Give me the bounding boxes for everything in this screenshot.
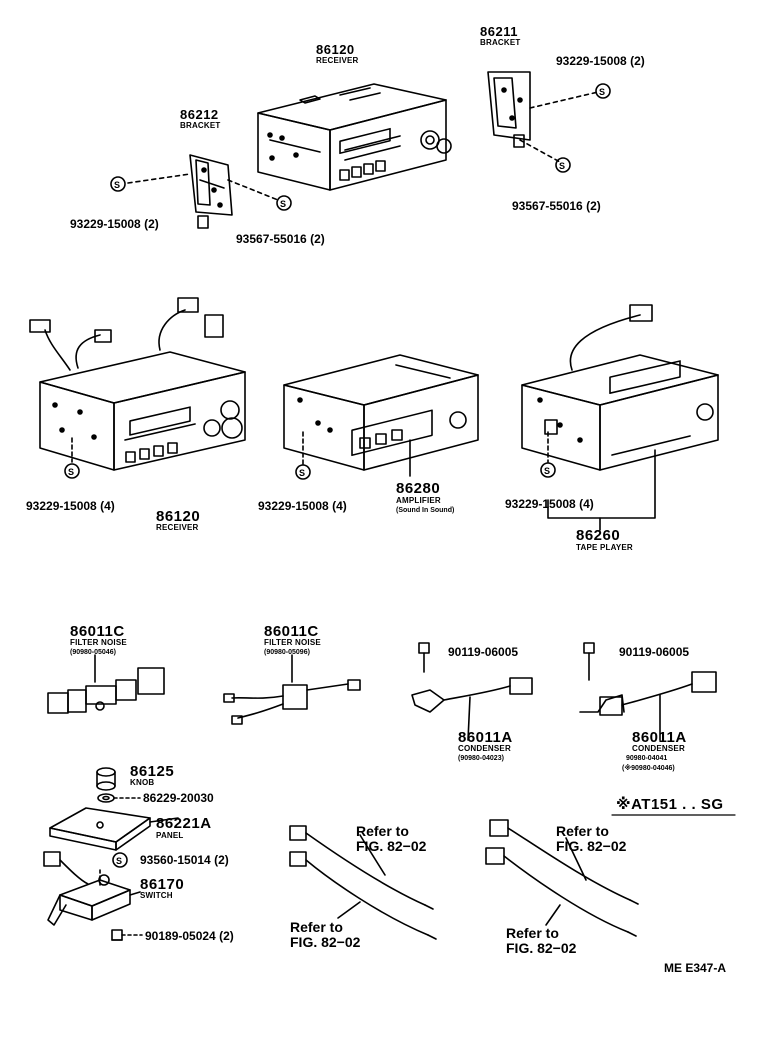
bracket-right-name: BRACKET bbox=[480, 38, 521, 47]
screw-symbol-icon bbox=[295, 464, 311, 480]
screw-symbol-icon bbox=[540, 462, 556, 478]
condenser-2-code-a: 90980-04041 bbox=[626, 755, 668, 762]
switch-screw-label: 93560-15014 (2) bbox=[140, 853, 229, 867]
svg-text:S: S bbox=[559, 161, 565, 171]
screw-r2-label: 93229-15008 (4) bbox=[258, 499, 347, 513]
filter-noise-1-drawing bbox=[47, 667, 165, 714]
bolt-tr-label: 93567-55016 (2) bbox=[512, 199, 601, 213]
receiver-top-name: RECEIVER bbox=[316, 56, 359, 65]
receiver-mid-name: RECEIVER bbox=[156, 523, 199, 532]
filter-noise-2-code: (90980-05096) bbox=[264, 649, 310, 656]
tape-player-drawing bbox=[521, 304, 719, 471]
receiver-mid-drawing bbox=[29, 297, 246, 471]
leader-condenser-1 bbox=[467, 696, 471, 741]
switch-nut-drawing bbox=[111, 929, 123, 941]
leader-refer-1 bbox=[359, 834, 386, 876]
screw-c2-label: 90119-06005 bbox=[619, 645, 690, 659]
screw-symbol-icon bbox=[64, 463, 80, 479]
bracket-right-number: 86211 bbox=[480, 24, 518, 39]
svg-text:S: S bbox=[544, 466, 550, 476]
leader-refer-3 bbox=[565, 837, 587, 881]
svg-text:S: S bbox=[114, 180, 120, 190]
filter-noise-1-code: (90980-05046) bbox=[70, 649, 116, 656]
leader-screw-tr bbox=[529, 91, 599, 109]
switch-nut-label: 90189-05024 (2) bbox=[145, 929, 234, 943]
screw-c1-label: 90119-06005 bbox=[448, 645, 519, 659]
leader-bolt-tr bbox=[519, 139, 561, 163]
screw-tr-label: 93229-15008 (2) bbox=[556, 54, 645, 68]
switch-number: 86170 bbox=[140, 876, 185, 893]
tape-player-number: 86260 bbox=[576, 527, 621, 544]
amplifier-number: 86280 bbox=[396, 480, 441, 497]
condenser-1-code: (90980-04023) bbox=[458, 755, 504, 762]
knob-name: KNOB bbox=[130, 778, 155, 787]
refer-label-1: Refer to FIG. 82−02 bbox=[356, 823, 427, 854]
receiver-mid-number: 86120 bbox=[156, 508, 201, 525]
filter-noise-2-name: FILTER NOISE bbox=[264, 638, 321, 647]
leader-refer-4 bbox=[545, 904, 561, 926]
knob-drawing bbox=[96, 767, 116, 791]
switch-name: SWITCH bbox=[140, 891, 173, 900]
knob-number: 86125 bbox=[130, 763, 175, 780]
condenser-2-code-b: (※90980-04046) bbox=[622, 765, 675, 772]
bracket-tape-player bbox=[547, 449, 656, 519]
condenser-1-name: CONDENSER bbox=[458, 744, 511, 753]
svg-text:S: S bbox=[68, 467, 74, 477]
leader-refer-2 bbox=[337, 901, 361, 919]
amplifier-note: (Sound In Sound) bbox=[396, 507, 455, 514]
receiver-top-number: 86120 bbox=[316, 42, 355, 57]
cable-left-drawing bbox=[289, 825, 437, 940]
condenser-2-name: CONDENSER bbox=[632, 744, 685, 753]
svg-text:S: S bbox=[299, 468, 305, 478]
svg-text:S: S bbox=[280, 199, 286, 209]
figure-id: ME E347-A bbox=[664, 961, 727, 975]
screw-symbol-icon: S S S S bbox=[110, 83, 611, 211]
bracket-left-drawing bbox=[189, 154, 233, 229]
model-note: ※AT151 . . SG bbox=[616, 796, 724, 813]
panel-drawing bbox=[49, 807, 151, 851]
condenser-2-number: 86011A bbox=[632, 729, 687, 746]
amplifier-name: AMPLIFIER bbox=[396, 496, 441, 505]
filter-noise-1-name: FILTER NOISE bbox=[70, 638, 127, 647]
leader-screw-tl bbox=[127, 173, 191, 184]
receiver-top-drawing bbox=[257, 83, 452, 191]
bracket-left-name: BRACKET bbox=[180, 121, 221, 130]
condenser-1-drawing bbox=[411, 642, 533, 713]
condenser-2-drawing bbox=[579, 642, 717, 716]
nut-drawing bbox=[97, 793, 115, 803]
filter-noise-1-number: 86011C bbox=[70, 623, 125, 640]
knob-nut-label: 86229-20030 bbox=[143, 791, 214, 805]
cable-right-drawing bbox=[485, 819, 639, 937]
panel-name: PANEL bbox=[156, 831, 184, 840]
refer-label-4: Refer to FIG. 82−02 bbox=[506, 925, 577, 956]
leader-bolt-tl bbox=[227, 179, 279, 201]
tape-player-name: TAPE PLAYER bbox=[576, 543, 633, 552]
svg-text:S: S bbox=[599, 87, 605, 97]
amplifier-drawing bbox=[283, 354, 479, 471]
screw-r3-label: 93229-15008 (4) bbox=[505, 497, 594, 511]
bracket-left-number: 86212 bbox=[180, 107, 219, 122]
panel-number: 86221A bbox=[156, 815, 212, 832]
screw-r1-label: 93229-15008 (4) bbox=[26, 499, 115, 513]
refer-label-2: Refer to FIG. 82−02 bbox=[290, 919, 361, 950]
refer-label-3: Refer to FIG. 82−02 bbox=[556, 823, 627, 854]
condenser-1-number: 86011A bbox=[458, 729, 513, 746]
filter-noise-2-drawing bbox=[223, 679, 361, 725]
screw-tl-label: 93229-15008 (2) bbox=[70, 217, 159, 231]
filter-noise-2-number: 86011C bbox=[264, 623, 319, 640]
bracket-right-drawing bbox=[487, 71, 531, 148]
bolt-tl-label: 93567-55016 (2) bbox=[236, 232, 325, 246]
screw-symbol-icon bbox=[112, 852, 128, 868]
switch-drawing bbox=[43, 851, 131, 926]
svg-text:S: S bbox=[116, 856, 122, 866]
